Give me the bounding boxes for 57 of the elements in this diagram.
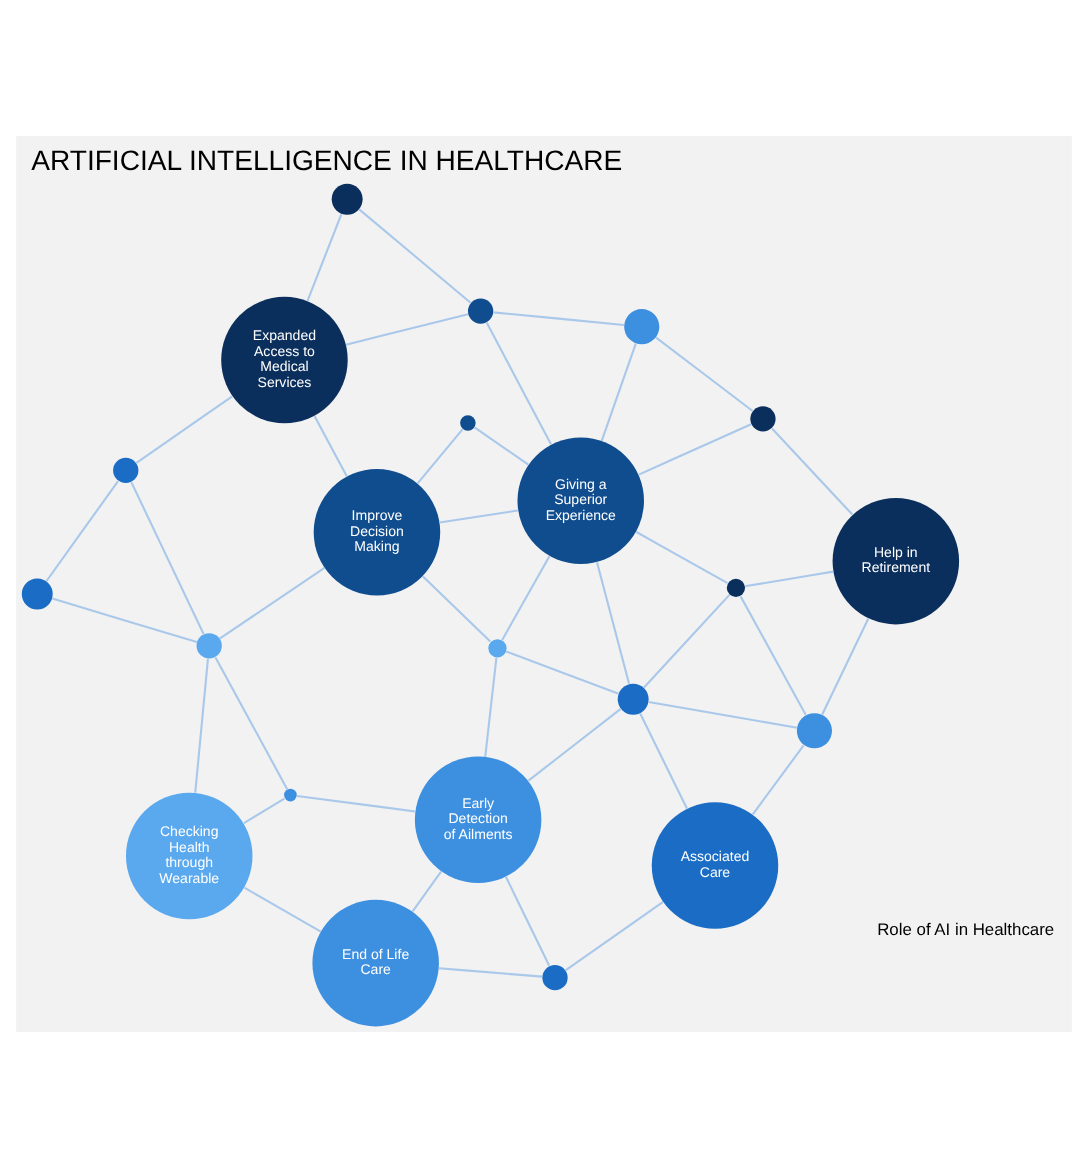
connector	[438, 967, 543, 978]
connector	[501, 555, 551, 641]
label: Role of AI in Healthcare	[877, 919, 1055, 940]
connector	[744, 570, 834, 588]
diagram-title: ARTIFICIAL INTELLIGENCE IN HEALTHCARE	[31, 143, 623, 176]
node-circle	[21, 578, 53, 610]
connector	[493, 311, 624, 327]
connector	[194, 658, 209, 793]
connector	[564, 901, 664, 972]
connector	[505, 650, 620, 695]
connector	[313, 415, 348, 477]
connector	[751, 744, 805, 816]
connector	[243, 797, 285, 824]
node-circle	[284, 788, 297, 802]
node-circle	[460, 415, 476, 431]
node-circle	[467, 298, 494, 324]
node-circle	[617, 683, 649, 715]
connector	[821, 618, 870, 715]
connector	[643, 593, 731, 689]
connector	[422, 575, 492, 643]
connector	[243, 886, 322, 933]
connector	[655, 336, 754, 412]
connector	[484, 657, 498, 757]
connector	[600, 343, 637, 442]
connector	[504, 876, 551, 967]
node-circle	[726, 578, 746, 597]
connector	[739, 595, 807, 716]
connector	[416, 428, 464, 485]
connector	[638, 423, 752, 476]
connector	[439, 509, 518, 524]
node-circle	[113, 457, 139, 484]
node-circle	[331, 183, 363, 215]
node-circle	[624, 309, 660, 345]
connector	[296, 794, 416, 813]
connector	[648, 700, 798, 729]
connector	[345, 313, 469, 346]
connector	[639, 713, 688, 810]
node-circle	[488, 639, 507, 658]
node-circle	[750, 406, 776, 432]
node-circle	[542, 965, 568, 991]
connector	[214, 656, 289, 790]
connector	[52, 597, 198, 644]
node-circle	[196, 633, 222, 659]
connector	[595, 562, 631, 684]
connector	[473, 426, 529, 466]
connector	[358, 208, 472, 304]
connector	[130, 481, 205, 635]
node-circle	[796, 713, 832, 749]
connector	[219, 566, 326, 640]
connector	[45, 480, 119, 582]
connector	[635, 530, 729, 585]
connector	[527, 708, 622, 782]
connector	[411, 870, 443, 912]
connector	[485, 322, 552, 445]
connector	[135, 395, 233, 465]
connector	[771, 427, 854, 516]
connector	[306, 213, 343, 302]
